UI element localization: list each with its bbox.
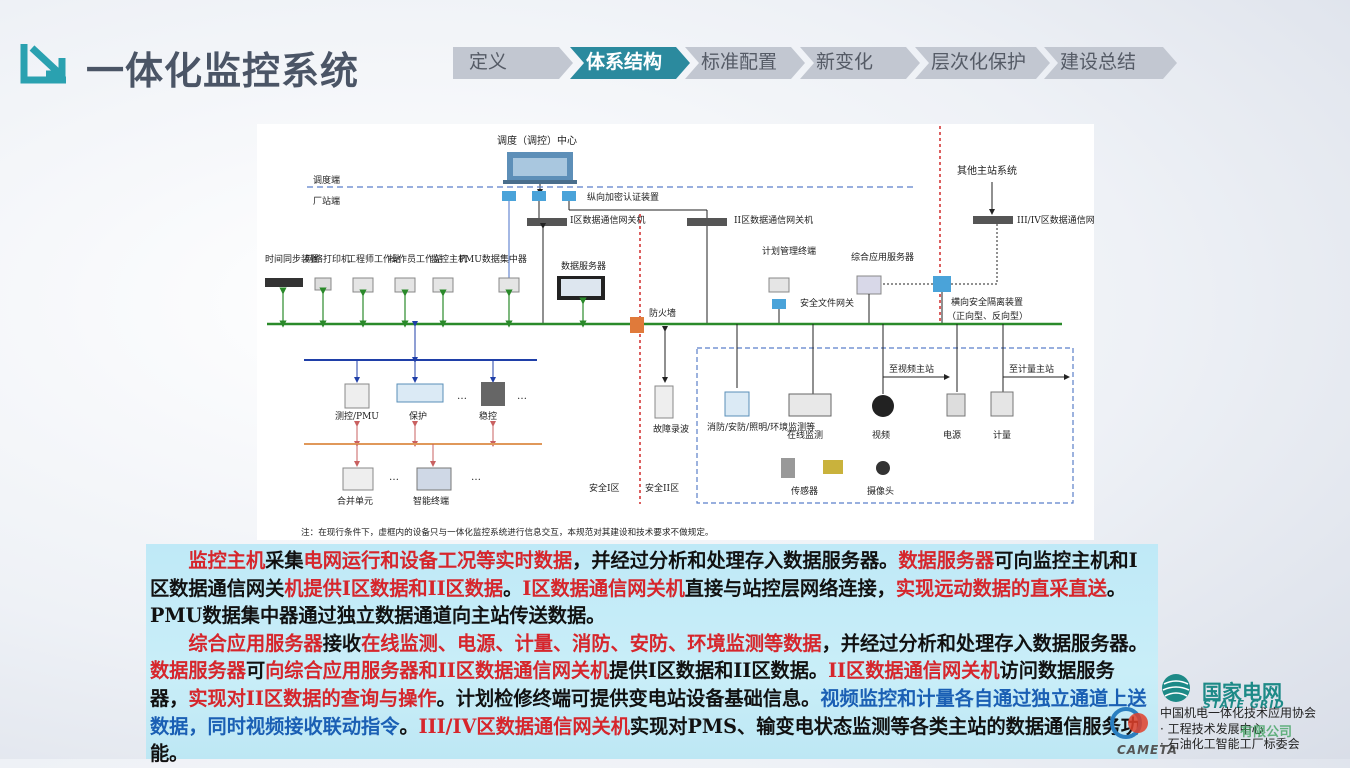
encryption-label: 纵向加密认证装置 <box>587 191 659 203</box>
encryption-devices <box>502 191 576 201</box>
architecture-diagram: 调度（调控）中心 调度端 厂站端 纵向加密认证装置 I区数据通信网关机 II区数… <box>257 124 1113 540</box>
p1-run: ，并经过分析和处理存入数据服务器。 <box>572 549 899 572</box>
p2-run: 可 <box>245 659 266 683</box>
other-master-label: 其他主站系统 <box>957 164 1017 177</box>
p1-run: 机提供I区数据和II区数据 <box>284 576 504 600</box>
merging-unit-label: 合并单元 <box>337 495 373 507</box>
arrow-down-right-icon <box>20 44 66 84</box>
ellipsis-4: … <box>471 472 481 483</box>
gw34-label: III/IV区数据通信网关机 <box>1017 214 1094 226</box>
to-video-label: 至视频主站 <box>889 363 934 375</box>
association-text: 中国机电一体化技术应用协会 · 工程技术发展中心 · 石油化工智能工厂标委会 <box>1160 706 1316 753</box>
ellipsis-1: … <box>457 391 467 402</box>
p1-run: 实现远动数据的直采直送 <box>895 576 1107 600</box>
state-grid-en: STATE GRID <box>1203 698 1285 711</box>
association-line-3: · 石油化工智能工厂标委会 <box>1160 737 1300 751</box>
isolation-sub-label: （正向型、反向型） <box>947 310 1028 322</box>
gw1-label: I区数据通信网关机 <box>570 214 646 226</box>
stability-label: 稳控 <box>479 410 497 422</box>
tab-architecture[interactable]: 体系结构 <box>570 47 690 79</box>
pmu-label: PMU数据集中器 <box>459 253 527 265</box>
diagram-note: 注：在现行条件下，虚框内的设备只与一体化监控系统进行信息交互，本规范对其建设和技… <box>301 526 714 538</box>
p2-run: 数据服务器 <box>150 659 246 683</box>
p1-run: I区数据通信网关机 <box>522 576 685 600</box>
page-title: 一体化监控系统 <box>86 49 360 93</box>
time-sync-label: 时间同步装置 <box>265 253 319 265</box>
plant-side-label: 厂站端 <box>313 195 340 207</box>
dispatch-center-label: 调度（调控）中心 <box>497 134 577 147</box>
operator-label: 操作员工作站 <box>389 253 443 265</box>
state-grid-cn: 国家电网 <box>1202 680 1282 704</box>
gw2-label: II区数据通信网关机 <box>734 214 813 226</box>
p2-run: 访问数据服务器， <box>150 659 1115 710</box>
tab-new-changes[interactable]: 新变化 <box>800 47 920 79</box>
p1-run: 直接与站控层网络连接， <box>684 576 896 600</box>
data-server-label: 数据服务器 <box>561 260 606 272</box>
online-monitor-label: 在线监测 <box>787 429 823 441</box>
protection-label: 保护 <box>409 410 427 422</box>
sensor-label: 传感器 <box>791 485 818 497</box>
cameta-text: CAMETA <box>1117 743 1178 757</box>
association-title: 中国机电一体化技术应用协会 <box>1160 706 1317 720</box>
description-paragraph-1: 监控主机采集电网运行和设备工况等实时数据，并经过分析和处理存入数据服务器。数据服… <box>150 547 1152 630</box>
p1-run: 数据服务器 <box>898 549 995 572</box>
p2-run: 在线监测、电源、计量、消防、安防、环境监测等数据 <box>361 631 822 655</box>
ellipsis-3: … <box>389 472 399 483</box>
tab-hierarchical-protection[interactable]: 层次化保护 <box>915 47 1050 79</box>
tab-standard-config[interactable]: 标准配置 <box>685 47 805 79</box>
ellipsis-2: … <box>517 391 527 402</box>
association-line-2: · 工程技术发展中心 <box>1160 721 1264 736</box>
printer-label: 网络打印机 <box>305 253 350 265</box>
plan-terminal-label: 计划管理终端 <box>762 245 816 257</box>
p2-run: 实现对II区数据的查询与操作 <box>188 686 437 710</box>
metering-label: 计量 <box>993 429 1011 441</box>
app-server-label: 综合应用服务器 <box>851 251 914 263</box>
dispatch-side-label: 调度端 <box>313 174 340 186</box>
state-grid-logo-icon <box>1162 674 1190 702</box>
firewall-icon <box>630 317 644 333</box>
cameta-logo-icon <box>1110 707 1148 739</box>
measure-pmu-label: 测控/PMU <box>335 410 379 422</box>
monitor-host-label: 监控主机 <box>431 253 467 265</box>
p2-run: 综合应用服务器 <box>188 631 323 655</box>
p1-run: 。 <box>503 576 523 600</box>
watermark-text: 有限公司 <box>1240 725 1293 740</box>
p1-run: 监控主机 <box>188 549 266 572</box>
p2-run: 。 <box>399 714 419 738</box>
description-paragraph-2: 综合应用服务器接收在线监测、电源、计量、消防、安防、环境监测等数据，并经过分析和… <box>150 630 1152 768</box>
p2-run: 。计划检修终端可提供变电站设备基础信息。 <box>436 686 821 710</box>
camera-label: 摄像头 <box>867 485 894 497</box>
dispatch-center-building-icon <box>503 152 577 184</box>
p1-run: 。PMU数据集中器通过独立数据通道向主站传送数据。 <box>150 576 1127 628</box>
p2-run: II区数据通信网关机 <box>828 659 1000 683</box>
isolation-label: 横向安全隔离装置 <box>951 296 1023 308</box>
firewall-label: 防火墙 <box>649 307 676 319</box>
p2-run: III/IV区数据通信网关机 <box>418 714 630 738</box>
engineer-label: 工程师工作站 <box>347 253 401 265</box>
p1-run: 采集 <box>265 549 304 572</box>
zone1-label: 安全I区 <box>589 482 620 494</box>
p2-run: ，并经过分析和处理存入数据服务器。 <box>821 631 1148 655</box>
power-label: 电源 <box>943 429 961 441</box>
to-metering-label: 至计量主站 <box>1009 363 1054 375</box>
p2-run: 接收 <box>322 631 362 655</box>
file-gateway-label: 安全文件网关 <box>800 297 854 309</box>
p2-run: 视频监控和计量各自通过独立通道上送数据，同时视频接收联动指令 <box>150 686 1147 738</box>
description-box: 监控主机采集电网运行和设备工况等实时数据，并经过分析和处理存入数据服务器。数据服… <box>146 544 1158 765</box>
fire-label: 消防/安防/照明/环境监测等 <box>707 421 815 433</box>
p2-run: 向综合应用服务器和II区数据通信网关机 <box>265 659 610 683</box>
p1-run: 电网运行和设备工况等实时数据 <box>303 549 573 572</box>
p2-run: 提供I区数据和II区数据。 <box>609 659 829 683</box>
zone2-label: 安全II区 <box>645 482 679 494</box>
video-label: 视频 <box>872 429 890 441</box>
fault-recorder-label: 故障录波 <box>653 423 689 435</box>
tab-summary[interactable]: 建设总结 <box>1044 47 1177 79</box>
p1-run: 可向监控主机和I区数据通信网关 <box>150 549 1138 600</box>
tab-definition[interactable]: 定义 <box>453 47 573 79</box>
smart-terminal-label: 智能终端 <box>413 495 449 507</box>
